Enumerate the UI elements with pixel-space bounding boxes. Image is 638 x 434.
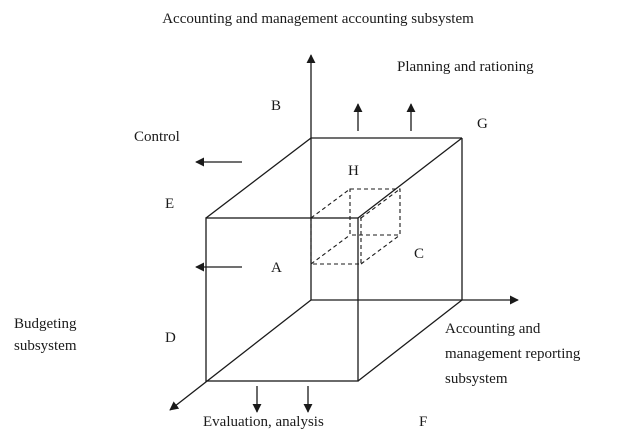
control-label: Control [134,129,180,145]
planning-label: Planning and rationing [397,59,534,75]
budgeting-label-line: Budgeting [14,316,77,332]
letter-a: A [271,260,282,276]
cube-front-face [205,217,359,382]
diagram-title: Accounting and management accounting sub… [162,11,474,27]
letter-h: H [348,163,359,179]
inner-cube-edge [360,234,401,265]
letter-c: C [414,246,424,262]
letter-f: F [419,414,427,430]
inner-cube-edge [310,188,351,219]
cube-edge-bottom-right [357,299,463,382]
letter-g: G [477,116,488,132]
inner-cube-edge [310,234,351,265]
inner-cube-front [310,217,362,265]
letter-b: B [271,98,281,114]
budgeting-label: Budgeting subsystem [14,316,80,354]
letter-d: D [165,330,176,346]
letter-e: E [165,196,174,212]
inner-cube-back [349,188,401,236]
budgeting-label-line: subsystem [14,338,77,354]
reporting-label-line: Accounting and [445,321,541,337]
reporting-label: Accounting and management reporting subs… [445,321,584,387]
reporting-label-line: subsystem [445,371,508,387]
inner-cube-edge [360,188,401,219]
cube-edge-top-right [357,137,463,219]
reporting-label-line: management reporting [445,346,581,362]
cube-edge-top-left [205,137,312,219]
evaluation-label: Evaluation, analysis [203,414,324,430]
depth-axis-arrow [169,299,312,411]
